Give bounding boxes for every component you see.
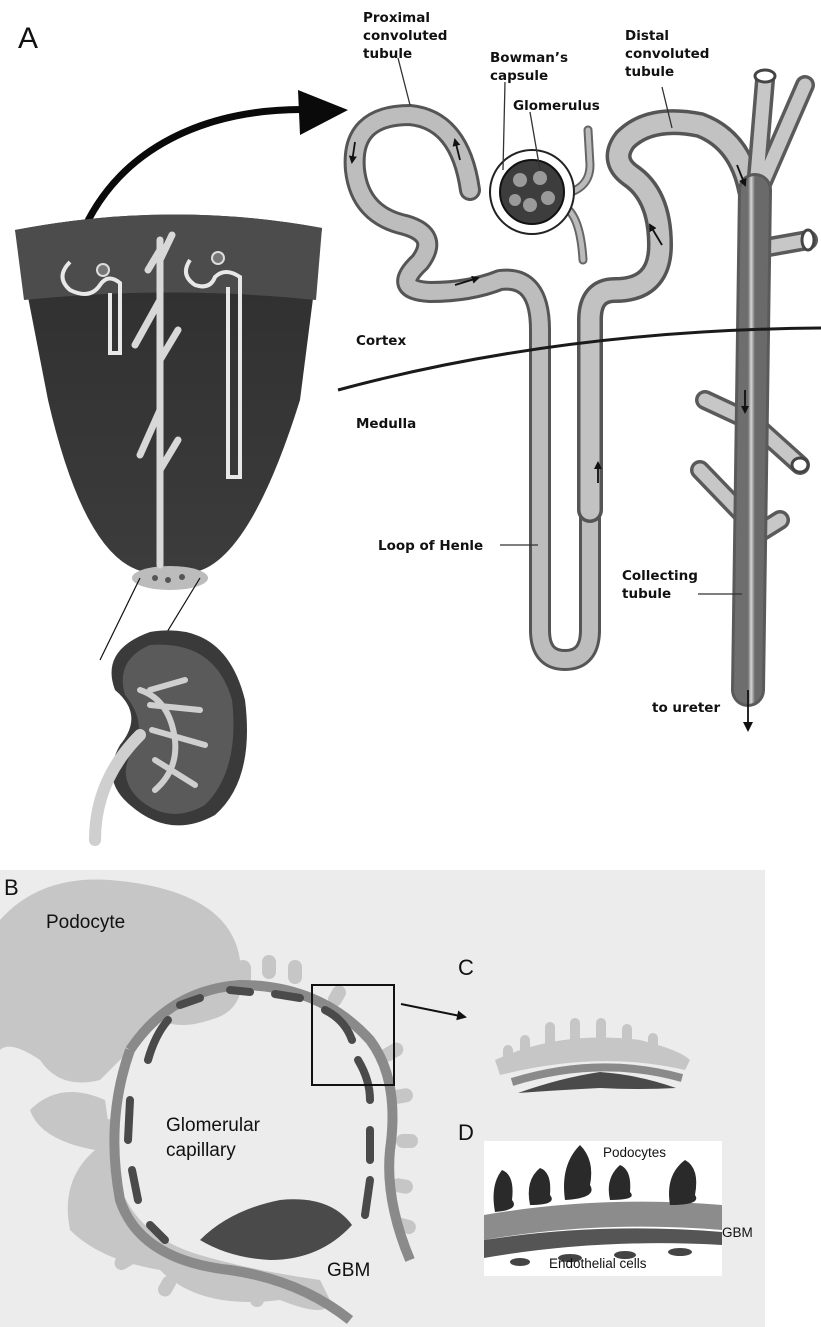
label-podocytes: Podocytes [603, 1145, 666, 1160]
label-collecting-2: tubule [622, 586, 671, 602]
panel-d: D Podocytes GBM Endothelial cells [458, 1120, 753, 1276]
label-to-ureter: to ureter [652, 700, 720, 716]
label-distal-2: convoluted [625, 46, 709, 62]
renal-pyramid-wedge [15, 214, 322, 590]
panel-a-letter: A [18, 22, 38, 55]
label-bowman-2: capsule [490, 68, 548, 84]
label-loop-of-henle: Loop of Henle [378, 538, 483, 554]
label-bowman: Bowman’s capsule [490, 50, 573, 84]
label-podocyte: Podocyte [46, 912, 125, 933]
label-distal: Distal convoluted tubule [625, 28, 714, 80]
panel-d-letter: D [458, 1120, 474, 1145]
leader-bowman [503, 82, 505, 170]
label-em-gbm: GBM [722, 1225, 753, 1240]
panel-a: A [15, 10, 821, 840]
leader-proximal [398, 58, 410, 105]
label-collecting-1: Collecting [622, 568, 698, 584]
label-proximal: Proximal convoluted tubule [363, 10, 452, 62]
panel-b-letter: B [4, 875, 19, 900]
panel-c-letter: C [458, 955, 474, 980]
label-proximal-2: convoluted [363, 28, 447, 44]
label-glomerular-2: capillary [166, 1140, 236, 1161]
label-cortex: Cortex [356, 333, 406, 349]
label-distal-1: Distal [625, 28, 669, 44]
zoom-arrowhead [298, 90, 348, 135]
label-proximal-1: Proximal [363, 10, 430, 26]
label-collecting: Collecting tubule [622, 568, 703, 602]
kidney-section [95, 630, 247, 840]
label-proximal-3: tubule [363, 46, 412, 62]
label-gbm: GBM [327, 1260, 370, 1281]
nephron [355, 70, 814, 690]
label-endothelial-cells: Endothelial cells [549, 1256, 647, 1271]
label-distal-3: tubule [625, 64, 674, 80]
label-medulla: Medulla [356, 416, 416, 432]
label-glomerulus: Glomerulus [513, 98, 600, 114]
label-glomerular-1: Glomerular [166, 1115, 261, 1136]
label-bowman-1: Bowman’s [490, 50, 568, 66]
